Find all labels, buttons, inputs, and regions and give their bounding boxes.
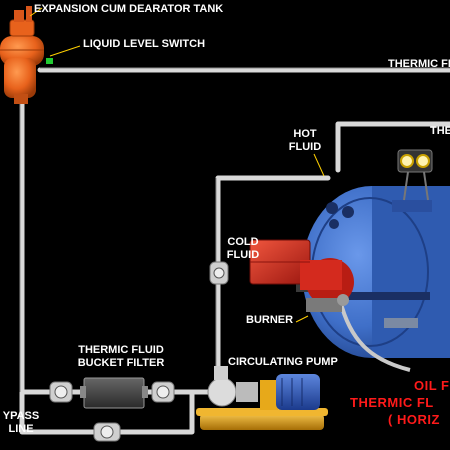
cold-fluid-label: COLD FLUID [222, 236, 264, 262]
hot-fluid-pipe [335, 121, 450, 173]
bucket-filter-label-line2: BUCKET FILTER [77, 357, 165, 369]
bypass-line-label-line1: YPASS [2, 410, 40, 422]
cold-fluid-valve-icon [209, 261, 229, 285]
bucket-filter-label: THERMIC FLUID BUCKET FILTER [66, 344, 176, 370]
hot-fluid-label-line1: HOT [293, 128, 317, 140]
valve-left-icon [49, 381, 73, 403]
valve-right-icon [151, 381, 175, 403]
temperature-gauge-icon [416, 154, 430, 168]
cold-fluid-pipe [215, 175, 331, 383]
liquid-level-switch-label: LIQUID LEVEL SWITCH [83, 38, 206, 50]
title-line3: ( HORIZ [388, 412, 440, 427]
gauge-panel [397, 149, 433, 201]
bypass-line-label-line2: LINE [8, 423, 34, 435]
liquid-level-switch-icon [46, 58, 53, 64]
expansion-dearator-tank [0, 6, 44, 104]
cold-fluid-label-line2: FLUID [226, 249, 260, 261]
burner-label: BURNER [246, 314, 294, 326]
thermometer-label: THE [430, 125, 450, 137]
pressure-gauge-icon [400, 154, 414, 168]
hot-fluid-label-line2: FLUID [288, 141, 322, 153]
circulating-pump-label: CIRCULATING PUMP [228, 356, 338, 368]
thermic-fluid-heater-boiler [302, 186, 450, 372]
bypass-valve-icon [93, 422, 121, 442]
thermic-fluid-top-label: THERMIC FL [388, 58, 450, 70]
thermic-fluid-bucket-filter [80, 377, 148, 409]
title-line2: THERMIC FL [350, 395, 434, 410]
title-line1: OIL F [414, 378, 450, 393]
bypass-line-label: YPASS LINE [0, 410, 42, 436]
bucket-filter-label-line1: THERMIC FLUID [78, 344, 164, 356]
tank-label: EXPANSION CUM DEARATOR TANK [34, 3, 224, 15]
hot-fluid-label: HOT FLUID [282, 128, 328, 154]
cold-fluid-label-line1: COLD [227, 236, 259, 248]
circulating-pump [196, 366, 328, 430]
burner-unit [249, 239, 354, 312]
